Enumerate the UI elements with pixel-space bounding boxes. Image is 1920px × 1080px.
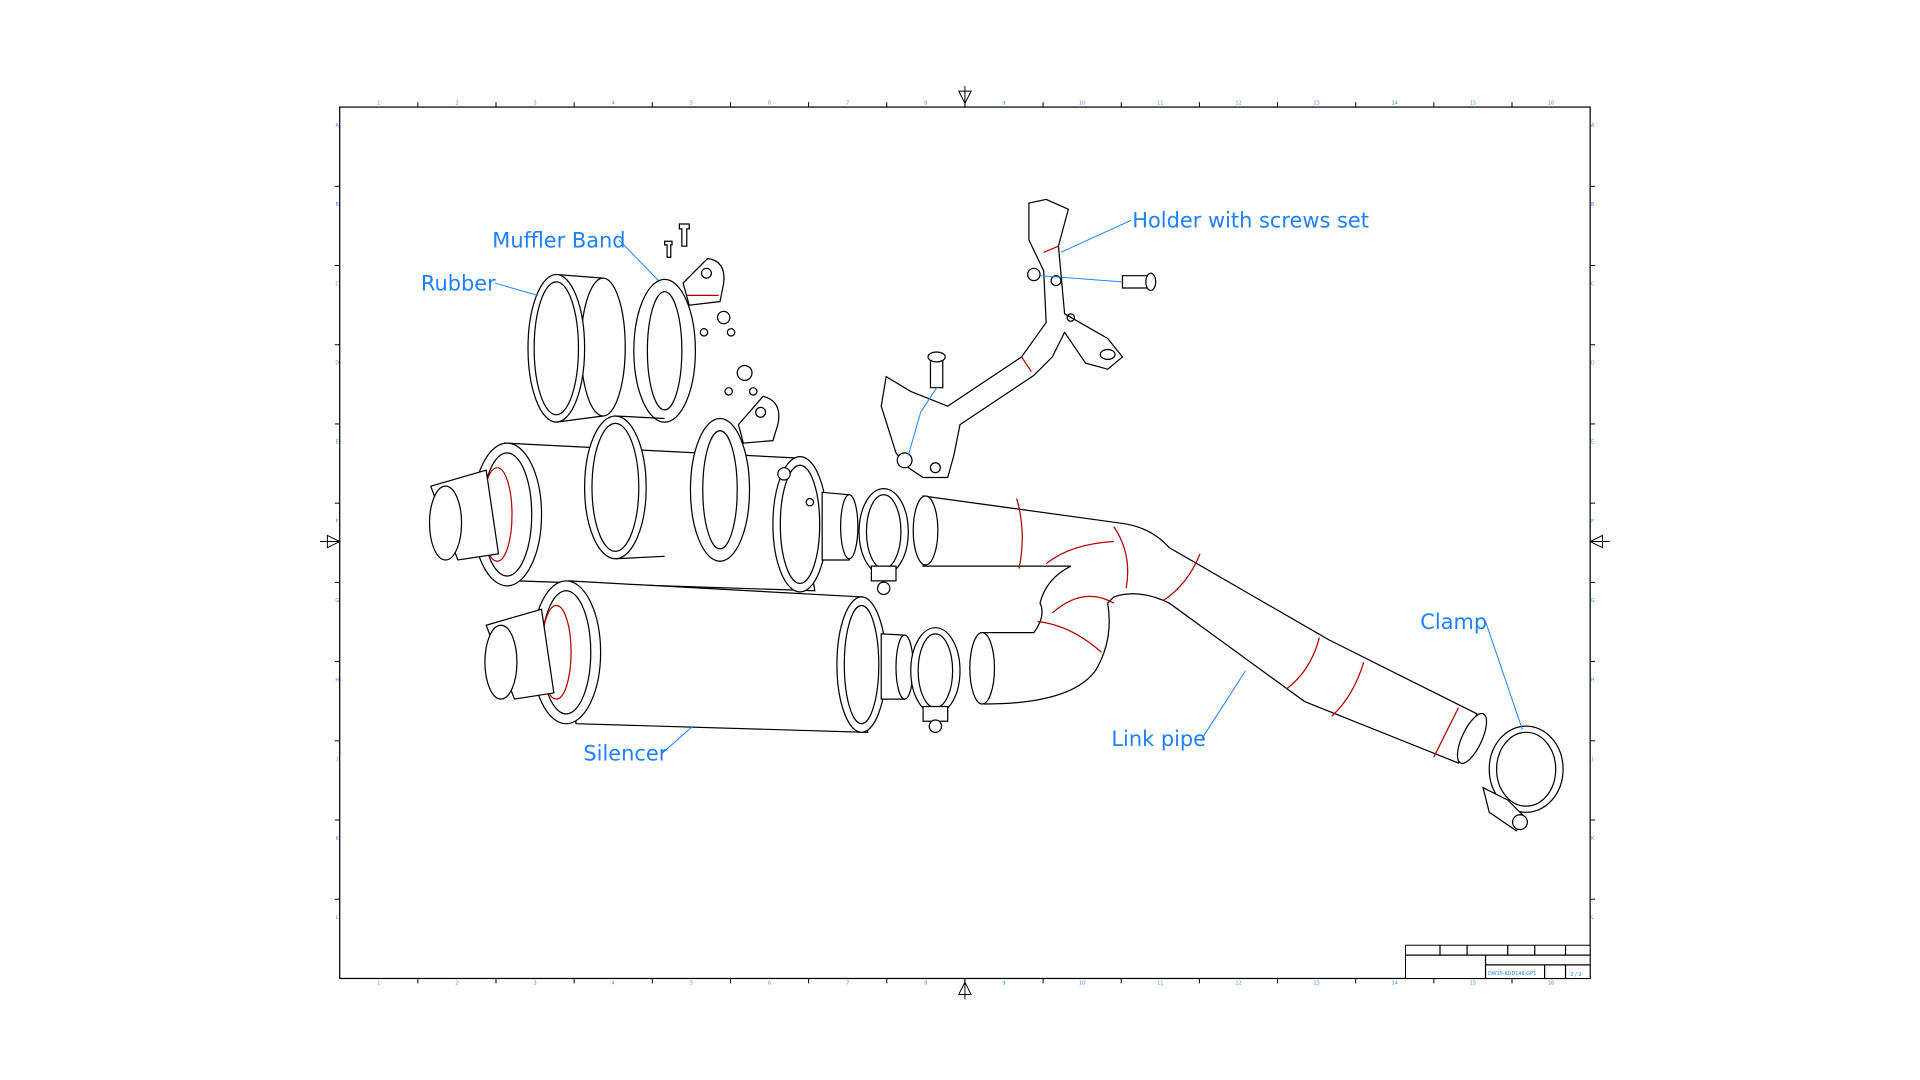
- zone-label-rows: E: [1591, 440, 1594, 446]
- zone-label-rows: D: [1591, 361, 1595, 367]
- zone-label-columns: 9: [1002, 101, 1005, 107]
- zone-label-columns: 11: [1157, 101, 1163, 107]
- label-clamp: Clamp: [1420, 610, 1487, 634]
- zone-label-columns: 12: [1235, 101, 1241, 107]
- zone-label-rows: B: [1591, 202, 1595, 208]
- zone-label-columns: 11: [1157, 981, 1163, 987]
- zone-label-columns: 2: [455, 981, 458, 987]
- zone-label-columns: 12: [1235, 981, 1241, 987]
- muffler-band-upper: [633, 223, 758, 423]
- zone-label-rows: J: [1591, 757, 1593, 763]
- zone-ticks: [334, 102, 1596, 984]
- zone-label-rows: J: [336, 757, 338, 763]
- zone-label-rows: F: [1591, 519, 1594, 525]
- zone-label-rows: A: [336, 123, 340, 129]
- clamp-small: [858, 488, 961, 733]
- zone-label-columns: 8: [924, 101, 927, 107]
- zone-label-columns: 15: [1470, 101, 1476, 107]
- zone-label-columns: 14: [1392, 981, 1398, 987]
- zone-label-columns: 13: [1313, 101, 1319, 107]
- zone-label-columns: 10: [1079, 101, 1085, 107]
- zone-label-columns: 5: [690, 981, 693, 987]
- zone-label-columns: 13: [1313, 981, 1319, 987]
- zone-label-rows: C: [1591, 281, 1595, 287]
- label-holder: Holder with screws set: [1132, 209, 1369, 233]
- zone-label-columns: 8: [924, 981, 927, 987]
- zone-label-columns: 3: [534, 981, 537, 987]
- silencer-upper: [428, 395, 859, 593]
- zone-label-columns: 9: [1002, 981, 1005, 987]
- zone-label-rows: K: [1591, 836, 1595, 842]
- zone-label-rows: L: [1591, 915, 1594, 921]
- zone-label-columns: 6: [768, 981, 771, 987]
- label-link-pipe: Link pipe: [1111, 727, 1206, 751]
- zone-label-columns: 1: [377, 981, 380, 987]
- zone-labels: 1122334455667788991010111112121313141415…: [335, 101, 1595, 987]
- leader-lines: [494, 219, 1523, 754]
- zone-label-columns: 14: [1392, 101, 1398, 107]
- zone-label-rows: H: [335, 677, 339, 683]
- link-pipe: [912, 495, 1488, 764]
- title-block: DW15-KOD146 GP1 2 / 2: [1405, 944, 1591, 979]
- zone-label-rows: A: [1591, 123, 1595, 129]
- sheet-number: 2 / 2: [1570, 972, 1581, 978]
- zone-label-rows: D: [335, 361, 339, 367]
- center-marks: [320, 86, 1610, 1000]
- zone-label-columns: 4: [612, 981, 615, 987]
- zone-label-columns: 4: [612, 101, 615, 107]
- zone-label-columns: 2: [455, 101, 458, 107]
- zone-label-rows: C: [336, 281, 340, 287]
- zone-label-columns: 3: [534, 101, 537, 107]
- zone-label-rows: B: [336, 202, 340, 208]
- zone-label-rows: F: [336, 519, 339, 525]
- zone-label-columns: 5: [690, 101, 693, 107]
- label-silencer: Silencer: [583, 742, 667, 766]
- zone-label-columns: 16: [1548, 101, 1554, 107]
- zone-label-columns: 7: [846, 981, 849, 987]
- zone-label-rows: H: [1591, 677, 1595, 683]
- rubber-upper: [527, 273, 626, 423]
- label-muffler-band: Muffler Band: [492, 228, 625, 252]
- drawing-number: DW15-KOD146 GP1: [1488, 971, 1536, 977]
- holder-bracket: [880, 198, 1157, 479]
- zone-label-columns: 6: [768, 101, 771, 107]
- zone-label-rows: G: [335, 598, 339, 604]
- clamp-right: [1482, 725, 1564, 832]
- zone-label-columns: 7: [846, 101, 849, 107]
- zone-label-columns: 1: [377, 101, 380, 107]
- label-rubber: Rubber: [421, 271, 496, 295]
- zone-label-columns: 16: [1548, 981, 1554, 987]
- zone-label-rows: K: [336, 836, 340, 842]
- zone-label-rows: L: [336, 915, 339, 921]
- zone-label-rows: G: [1591, 598, 1595, 604]
- zone-label-rows: E: [336, 440, 339, 446]
- zone-label-columns: 15: [1470, 981, 1476, 987]
- zone-label-columns: 10: [1079, 981, 1085, 987]
- silencer-lower: [484, 580, 914, 733]
